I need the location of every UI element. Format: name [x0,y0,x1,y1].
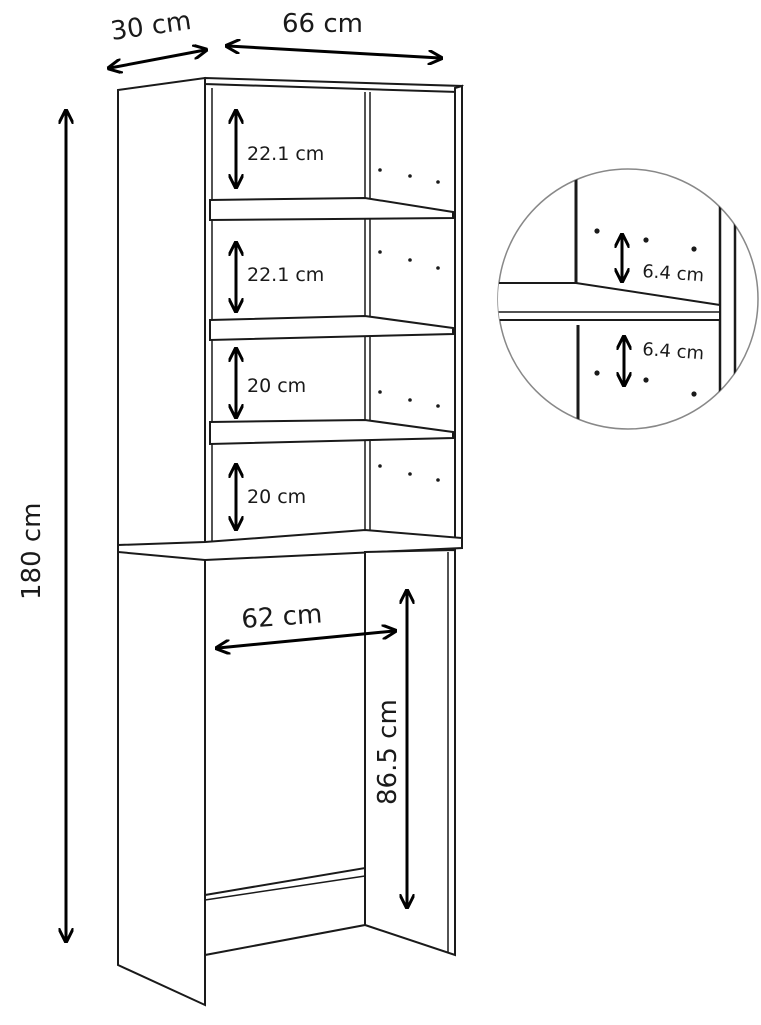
depth-label: 30 cm [109,6,193,47]
shelf-1-label: 22.1 cm [247,143,324,165]
top-panel [204,76,464,94]
width-arrow [228,46,440,58]
shelf-board-3 [209,418,454,446]
shelf-pin-holes [378,168,440,482]
hole-spacing-lower-label: 6.4 cm [642,339,705,364]
shelf-board-1 [209,196,454,222]
divider-board [117,528,463,562]
right-edge-upper [454,84,463,550]
shelf-pin-detail: 6.4 cm 6.4 cm [497,168,759,430]
hole-spacing-upper-label: 6.4 cm [642,261,705,286]
cabinet-drawing [117,76,464,1007]
inner-width-label: 62 cm [240,599,323,635]
total-height-label: 180 cm [17,502,47,600]
shelf-board-2 [209,314,454,342]
shelf-3-label: 20 cm [247,375,306,397]
width-label: 66 cm [282,9,363,39]
inner-height-label: 86.5 cm [373,699,403,805]
shelf-4-label: 20 cm [247,486,306,508]
shelf-2-label: 22.1 cm [247,264,324,286]
depth-arrow [110,50,205,68]
bottom-kickboard [204,866,366,957]
inner-width-arrow [218,631,394,648]
